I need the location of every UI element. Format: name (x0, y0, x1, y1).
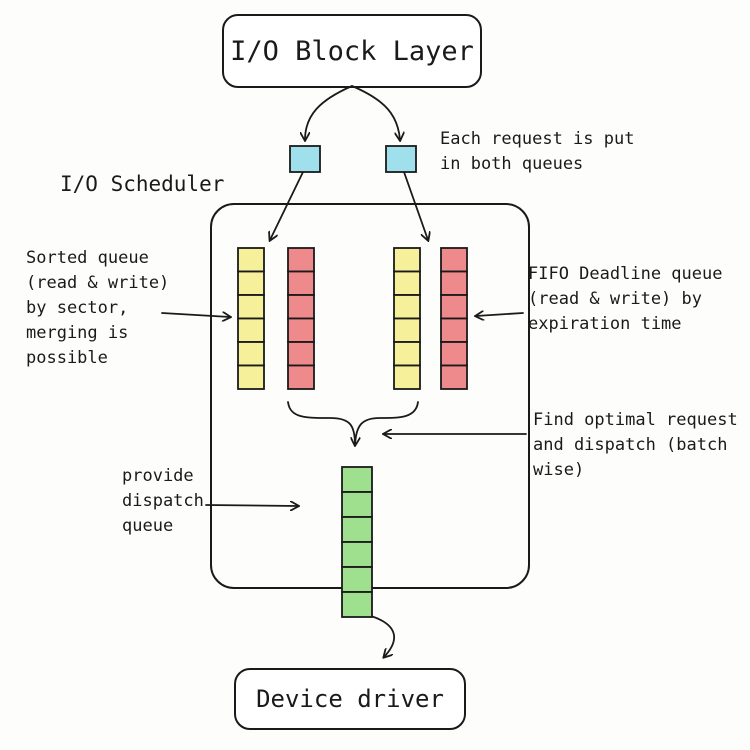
request-block-right (385, 145, 417, 173)
sorted-queue-left-cell (237, 341, 265, 367)
dispatch-queue-cell (341, 491, 373, 518)
deadline-queue-right-cell (440, 341, 468, 367)
sorted-queue-left-cell (237, 364, 265, 390)
deadline-queue-left-cell (287, 270, 315, 296)
io-scheduler-title: I/O Scheduler (60, 172, 225, 196)
note-both-queues: Each request is put in both queues (440, 129, 635, 174)
dispatch-queue-cell (341, 466, 373, 493)
sorted-queue-right-cell (393, 364, 421, 390)
deadline-queue-left-cell (287, 364, 315, 390)
sorted-queue-left-cell (237, 270, 265, 296)
io-block-layer-box: I/O Block Layer (222, 14, 482, 88)
deadline-queue-left-cell (287, 317, 315, 343)
dispatch-queue-cell (341, 591, 373, 618)
sorted-queue-right-cell (393, 317, 421, 343)
device-driver-box: Device driver (234, 668, 466, 730)
deadline-queue-right-cell (440, 270, 468, 296)
arrow-to-request-right (351, 85, 400, 140)
note-find-optimal-request: Find optimal request and dispatch (batch… (533, 410, 738, 480)
arrow-sorted-note (161, 313, 230, 317)
deadline-queue-right-cell (440, 317, 468, 343)
sorted-queue-left-cell (237, 247, 265, 273)
sorted-queue-right-cell (393, 270, 421, 296)
deadline-queue-left-cell (287, 247, 315, 273)
request-block-left (289, 145, 321, 173)
arrow-to-device-driver (370, 615, 395, 657)
deadline-queue-left-cell (287, 294, 315, 320)
arrow-request-to-sorted (270, 171, 304, 240)
note-fifo-deadline-queue: FIFO Deadline queue (read & write) by ex… (528, 264, 723, 334)
sorted-queue-right-cell (393, 341, 421, 367)
note-dispatch-queue: provide dispatch queue (122, 466, 204, 536)
sorted-queue-right-cell (393, 294, 421, 320)
arrow-fifo-note (476, 313, 524, 316)
sorted-queue-left-cell (237, 294, 265, 320)
dispatch-queue-cell (341, 566, 373, 593)
arrow-dispatch-note (205, 505, 298, 506)
sorted-queue-left-cell (237, 317, 265, 343)
dispatch-queue-cell (341, 541, 373, 568)
merge-brace-right (355, 401, 419, 445)
merge-brace (287, 401, 356, 446)
deadline-queue-right-cell (440, 247, 468, 273)
deadline-queue-right-cell (440, 364, 468, 390)
deadline-queue-right-cell (440, 294, 468, 320)
device-driver-label: Device driver (256, 685, 444, 713)
arrow-to-request-left (305, 85, 353, 140)
arrow-request-to-fifo (403, 171, 428, 240)
dispatch-queue-cell (341, 516, 373, 543)
io-block-layer-label: I/O Block Layer (230, 35, 474, 67)
sorted-queue-right-cell (393, 247, 421, 273)
deadline-queue-left-cell (287, 341, 315, 367)
note-sorted-queue: Sorted queue (read & write) by sector, m… (26, 248, 170, 368)
